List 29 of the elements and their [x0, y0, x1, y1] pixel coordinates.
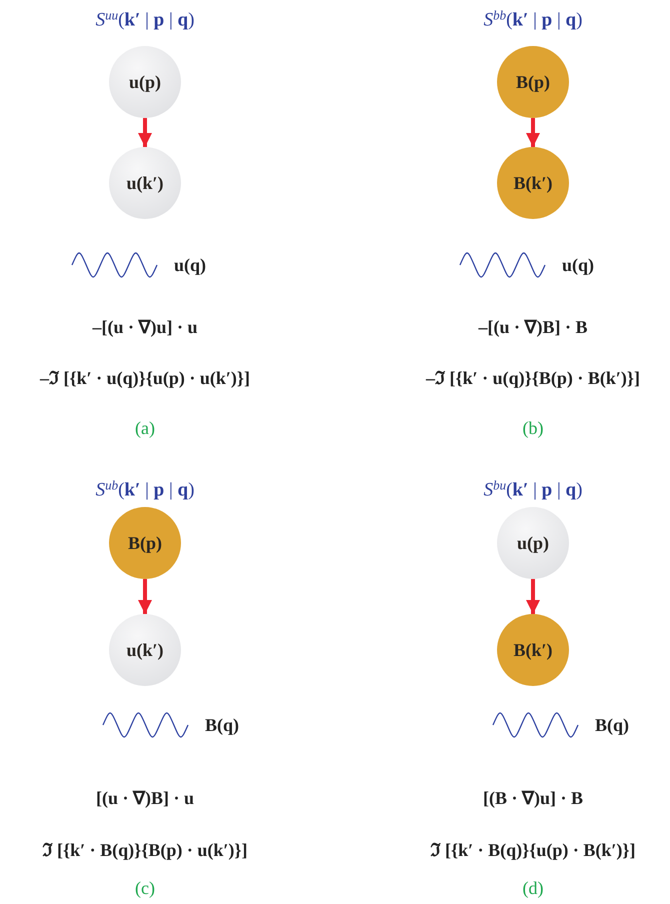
field-label: B(q)	[595, 716, 630, 734]
panel-letter: (a)	[135, 419, 155, 437]
arrow	[526, 118, 540, 147]
formula: –[(u · ∇)B] · B	[478, 318, 588, 336]
node-label: B(k′)	[513, 172, 553, 195]
field-label: u(q)	[562, 256, 594, 274]
arrow	[138, 579, 152, 614]
node-label: u(p)	[516, 532, 549, 555]
formula: –[(u · ∇)u] · u	[92, 318, 198, 336]
panel-heading: S$^{uu}$(k′ | p | q)	[96, 10, 194, 30]
formula: [(B · ∇)u] · B	[483, 789, 583, 807]
panel-letter: (d)	[522, 879, 544, 897]
node-label: u(k′)	[126, 638, 164, 662]
arrow	[526, 579, 540, 614]
formula: ℑ [{k′ · B(q)}{B(p) · u(k′)}]	[42, 841, 248, 859]
node-label: u(p)	[128, 70, 161, 94]
node-label: B(p)	[516, 70, 550, 94]
formula: [(u · ∇)B] · u	[96, 789, 194, 807]
formula: –ℑ [{k′ · u(q)}{u(p) · u(k′)}]	[40, 369, 250, 387]
formula: –ℑ [{k′ · u(q)}{B(p) · B(k′)}]	[426, 369, 640, 387]
node-label: B(k′)	[513, 638, 553, 662]
panel-letter: (c)	[135, 879, 155, 897]
formula: ℑ [{k′ · B(q)}{u(p) · B(k′)}]	[430, 841, 636, 859]
field-label: u(q)	[174, 256, 206, 274]
node-label: B(p)	[128, 532, 162, 555]
node-label: u(k′)	[126, 172, 164, 195]
panel-letter: (b)	[522, 419, 544, 437]
arrow	[138, 118, 152, 147]
field-label: B(q)	[205, 716, 240, 734]
